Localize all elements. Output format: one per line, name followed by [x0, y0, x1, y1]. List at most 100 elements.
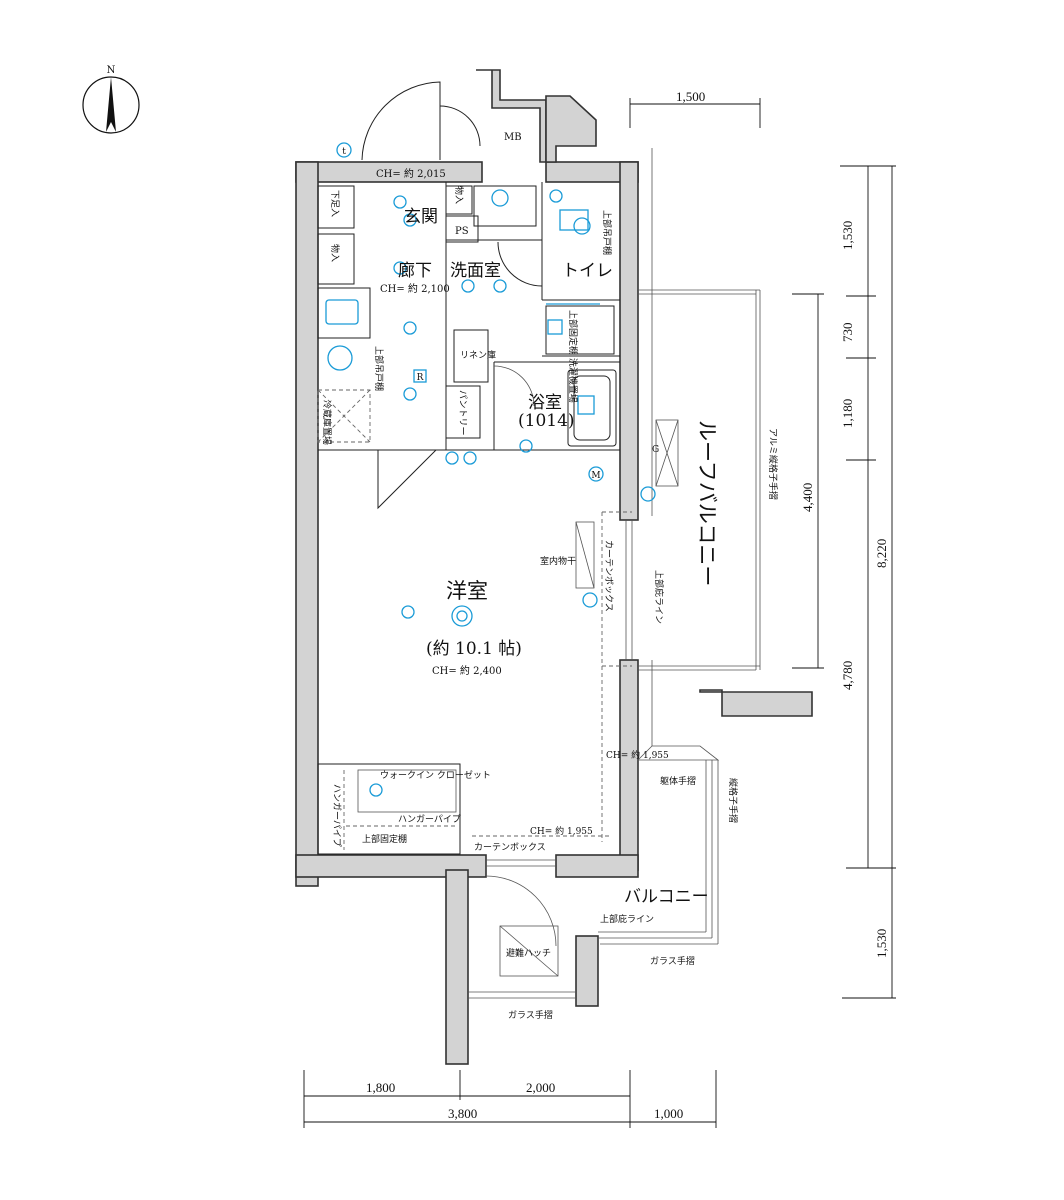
washer-icon — [547, 319, 563, 335]
room-youshitsu-area: (約 10.1 帖) — [426, 639, 522, 659]
m-icon — [588, 466, 604, 482]
bath-panel-icon — [577, 395, 595, 415]
pantry-label: パントリー — [457, 390, 468, 435]
walkin-label: ウォークイン クローゼット — [380, 769, 491, 781]
dim-bottom-2: 2,000 — [526, 1080, 555, 1095]
alumi-tesuri: アルミ縦格子手摺 — [767, 428, 779, 500]
dim-top: 1,500 — [676, 89, 705, 104]
curtain-box-bottom: カーテンボックス — [474, 842, 546, 853]
room-labels: 玄関 廊下 CH= 約 2,100 洗面室 トイレ 浴室 (1014) 洋室 (… — [380, 207, 719, 907]
monoire-left: 物入 — [329, 244, 341, 262]
walls — [295, 69, 813, 1065]
dim-right-3: 1,180 — [840, 399, 855, 428]
wall-shaft — [545, 95, 597, 163]
room-balcony: バルコニー — [624, 887, 709, 907]
monoire-top: 物入 — [453, 186, 465, 204]
wall-bottom-right — [555, 854, 639, 878]
room-rouka: 廊下 — [398, 261, 432, 281]
h-icon — [582, 592, 598, 608]
dimension-lines: 1,500 1,530 730 1,180 4,780 4,400 8,220 … — [303, 89, 896, 1128]
svg-text:G: G — [652, 445, 659, 455]
dim-bottom-4: 1,000 — [654, 1106, 683, 1121]
kutai-tesuri: 躯体手摺 — [660, 775, 696, 787]
room-yoku-size: (1014) — [518, 411, 575, 431]
shimo-ashiire: 下足入 — [329, 190, 340, 217]
partitions — [317, 148, 761, 999]
wall-right-upper — [619, 161, 639, 521]
wall-right-lower — [619, 659, 639, 871]
svg-text:R: R — [417, 373, 424, 383]
room-genkan: 玄関 — [404, 207, 438, 227]
light-icon — [401, 605, 415, 619]
dim-right-5: 4,780 — [840, 661, 855, 690]
hisashi-line-bottom: 上部庇ライン — [600, 913, 654, 925]
sink-icon — [491, 189, 509, 207]
dim-right-4: 4,400 — [800, 483, 815, 512]
light-icon — [403, 387, 417, 401]
reizouko-label: 冷蔵庫置場 — [321, 400, 333, 445]
dim-right-2: 730 — [840, 323, 855, 343]
light-icon — [461, 279, 475, 293]
ps-label: PS — [455, 226, 469, 237]
toilet-icon — [573, 217, 591, 235]
light-icon — [445, 451, 459, 465]
wall-left — [295, 161, 319, 887]
hinan-hatch: 避難ハッチ — [506, 947, 551, 959]
light-icon — [403, 213, 417, 227]
light-icon — [393, 195, 407, 209]
wall-corridor — [699, 689, 813, 717]
svg-text:t: t — [342, 147, 346, 157]
glass-tesuri-bottom: ガラス手摺 — [508, 1009, 553, 1021]
sentakuki-label: 上部固定棚 洗濯機置場 — [567, 310, 579, 403]
stove-icon — [325, 299, 359, 325]
kitchen-sink-icon — [327, 345, 353, 371]
light-icon — [393, 261, 407, 275]
hanger-pipe-h: ハンガーパイプ — [398, 814, 461, 825]
toilet-tank-icon — [559, 209, 589, 231]
small-labels: CH= 約 2,015 MB PS リネン庫 室内物干 CH= 約 1,955 … — [321, 132, 779, 1021]
hisashi-line-right: 上部庇ライン — [653, 570, 665, 624]
dim-right-1: 1,530 — [840, 221, 855, 250]
svg-text:M: M — [591, 471, 600, 481]
jobu-todana-left: 上部吊戸棚 — [373, 346, 385, 391]
doors — [361, 81, 557, 947]
monohoshi-label: 室内物干 — [540, 555, 576, 567]
north-compass: N — [82, 65, 140, 134]
jobu-koteidana: 上部固定棚 — [362, 833, 407, 845]
glass-tesuri-right: ガラス手摺 — [650, 955, 695, 967]
ch-entrance: CH= 約 2,015 — [376, 167, 446, 180]
dim-bottom-1: 1,800 — [366, 1080, 395, 1095]
ceiling-light-icon — [451, 605, 473, 627]
north-label: N — [107, 65, 116, 76]
wall-balcony-right — [575, 935, 599, 1007]
curtain-box-right: カーテンボックス — [603, 540, 614, 612]
light-icon — [640, 486, 656, 502]
tategoushi-tesuri: 縦格子手摺 — [727, 778, 739, 823]
ch-window: CH= 約 1,955 — [606, 749, 669, 761]
north-arrow-icon — [106, 77, 116, 132]
intercom-icon — [336, 142, 352, 158]
dim-right-6: 1,530 — [874, 929, 889, 958]
mb-label: MB — [504, 132, 522, 143]
light-icon — [549, 189, 563, 203]
room-toilet: トイレ — [562, 261, 613, 281]
thermostat-icon — [463, 451, 477, 465]
wall-mb — [476, 69, 547, 163]
dim-bottom-3: 3,800 — [448, 1106, 477, 1121]
jobu-todana-toilet: 上部吊戸棚 — [601, 210, 613, 255]
ch-bottom: CH= 約 1,955 — [530, 825, 593, 837]
rouka-ch: CH= 約 2,100 — [380, 282, 450, 295]
light-icon — [369, 783, 383, 797]
room-roof-balcony: ルーフバルコニー — [695, 420, 719, 586]
r-box-icon — [413, 369, 427, 383]
light-icon — [403, 321, 417, 335]
youshitsu-ch: CH= 約 2,400 — [432, 664, 502, 677]
wall-balcony-left — [445, 869, 469, 1065]
linen-label: リネン庫 — [460, 349, 496, 361]
light-icon — [493, 279, 507, 293]
light-icon — [519, 439, 533, 453]
room-youshitsu: 洋室 — [446, 579, 488, 603]
hanger-pipe-v: ハンガーパイプ — [331, 784, 342, 847]
dim-right-total: 8,220 — [874, 539, 889, 568]
